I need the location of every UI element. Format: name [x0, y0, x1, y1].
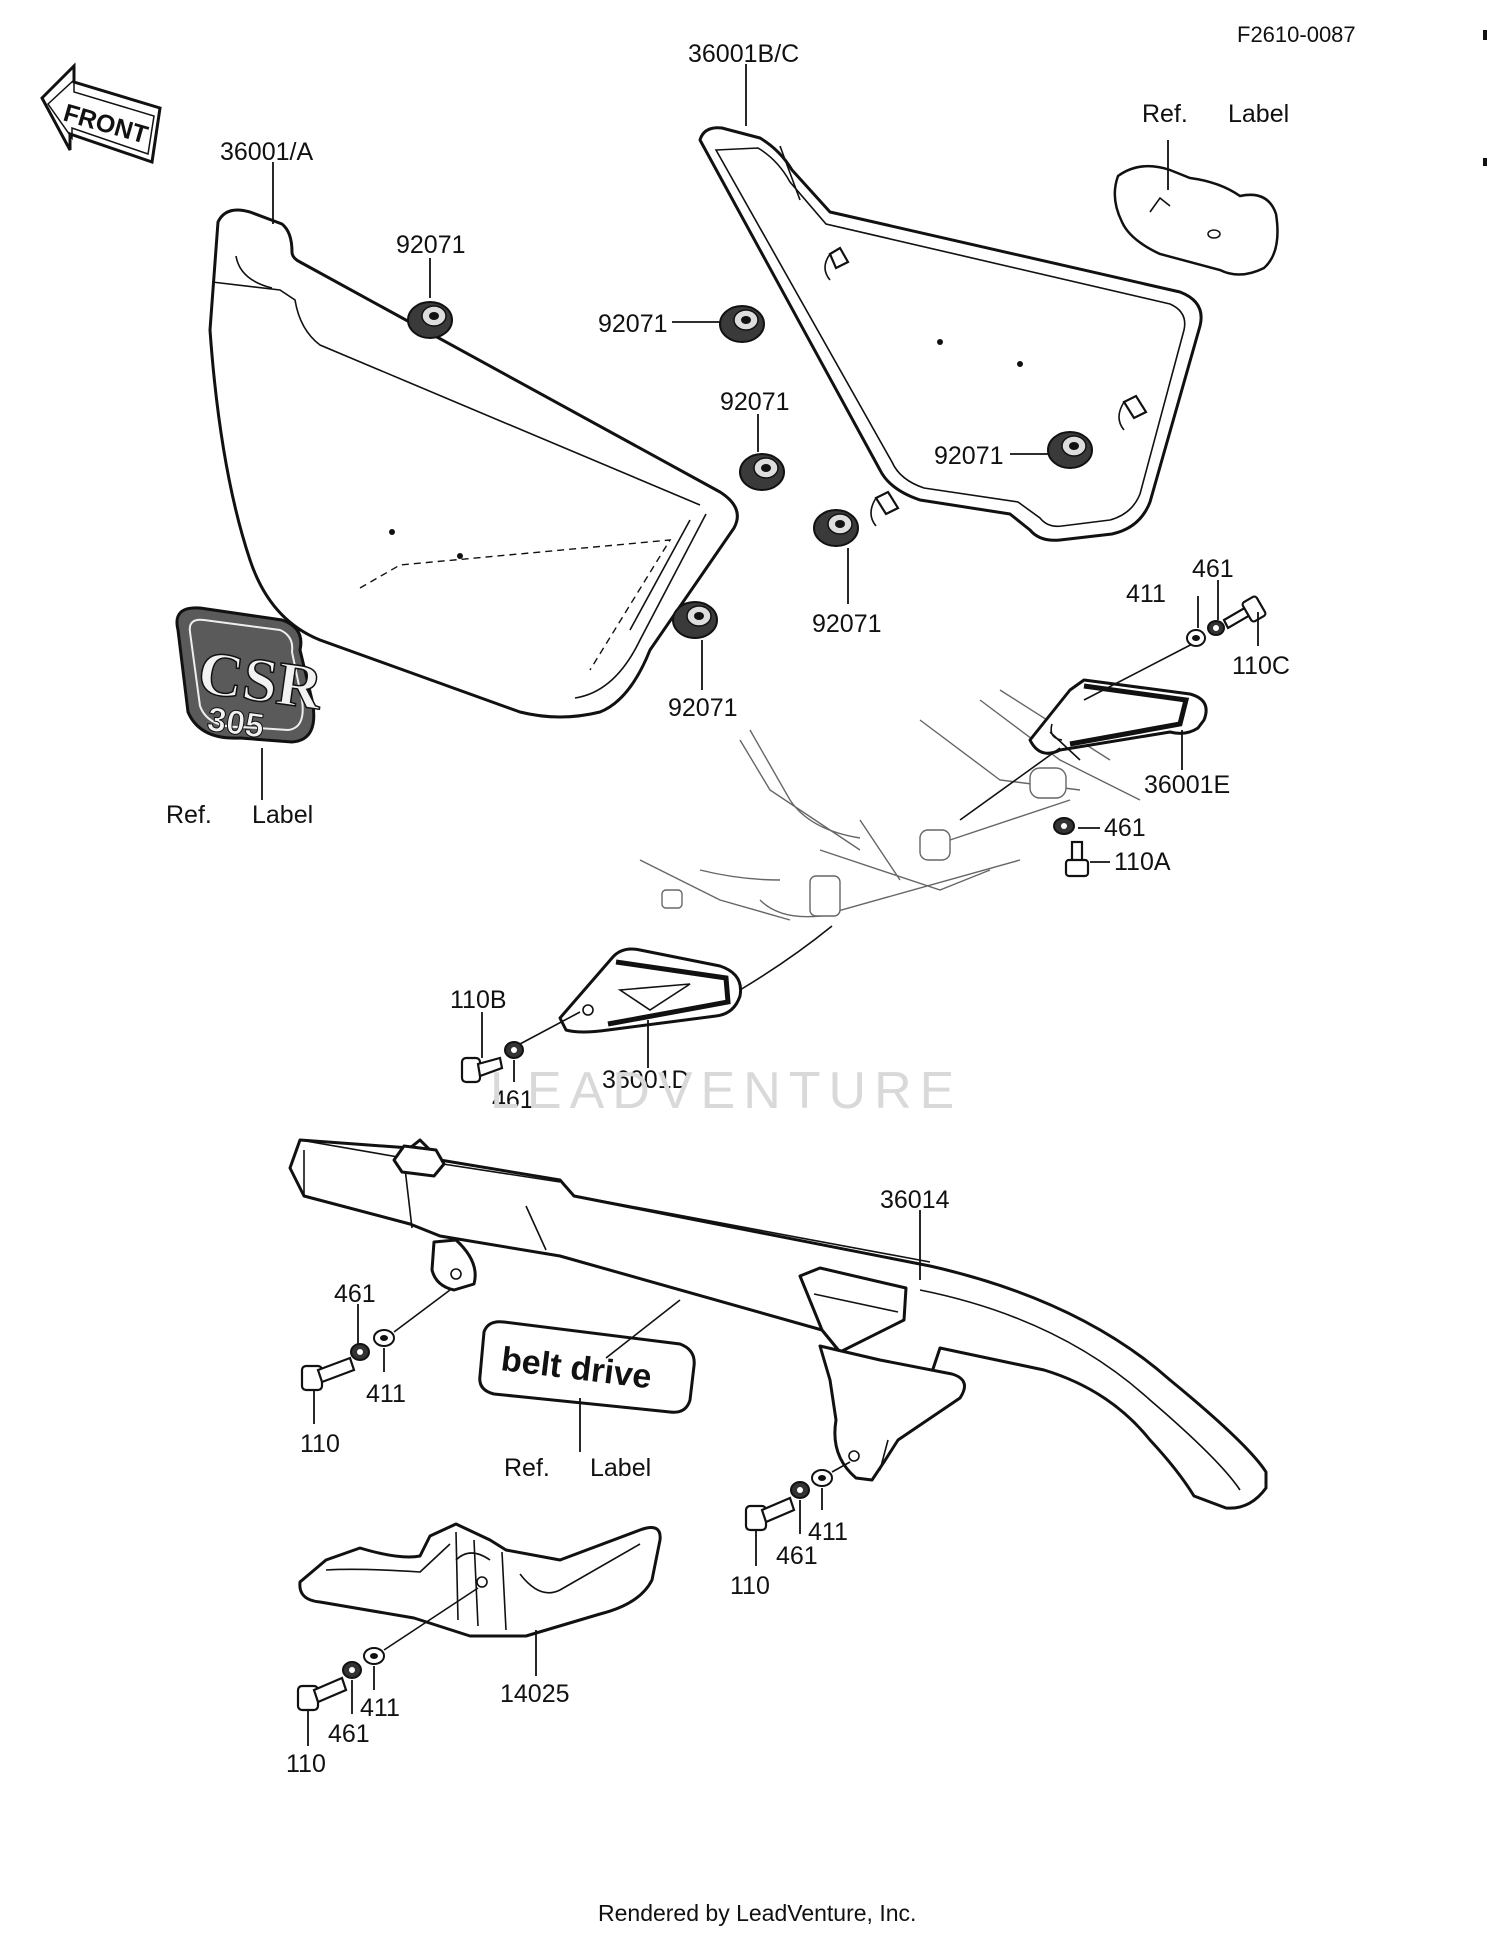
chain-case-part-number: 36014 [880, 1186, 950, 1214]
watermark-text: LEADVENTURE [490, 1062, 962, 1120]
bolt-icon [460, 1056, 504, 1084]
grommet-part-number: 92071 [720, 388, 790, 416]
leader-line [831, 1461, 851, 1473]
left-cover-part-number: 36001/A [220, 138, 313, 166]
grommet-icon [672, 601, 718, 639]
leader-line [383, 1587, 479, 1651]
diagram-code: F2610-0087 [1237, 22, 1356, 47]
lockwasher-icon [1053, 817, 1075, 835]
bolt-a-part-number: 110A [1114, 848, 1171, 876]
leader-line [519, 1011, 581, 1045]
leader-line [393, 1289, 451, 1333]
bracket-36001e [1028, 678, 1208, 761]
bolt-b-part-number: 110B [450, 986, 507, 1014]
ref-text: Ref. [1142, 100, 1188, 128]
right-cover-part-number: 36001B/C [688, 40, 799, 68]
washer-part-number: 411 [366, 1380, 406, 1408]
ref-text: Ref. [166, 801, 212, 829]
grommet-part-number: 92071 [396, 231, 466, 259]
lockwasher-icon [790, 1481, 810, 1499]
bolt-icon [296, 1676, 348, 1712]
grommet-part-number: 92071 [934, 442, 1004, 470]
washer-part-number: 411 [360, 1694, 400, 1722]
bolt-icon [744, 1496, 796, 1532]
bolt-icon [1064, 840, 1090, 878]
csr-emblem: CSR 305 [175, 606, 328, 746]
bracket-d-part-number: 36001D [602, 1066, 690, 1094]
bolt-part-number: 110 [286, 1750, 326, 1778]
csr-emblem-number: 305 [205, 700, 266, 746]
lockwasher-icon [350, 1343, 370, 1361]
washer-icon [373, 1329, 395, 1347]
bracket-e-part-number: 36001E [1144, 771, 1230, 799]
lockwasher-part-number: 461 [1104, 814, 1146, 842]
grommet-icon [407, 301, 453, 339]
lockwasher-icon [342, 1661, 362, 1679]
label-text: Label [590, 1454, 651, 1482]
footer-credit: Rendered by LeadVenture, Inc. [598, 1900, 916, 1926]
bracket-36001d [558, 947, 743, 1034]
belt-drive-emblem: belt drive [478, 1320, 696, 1414]
front-arrow-icon: FRONT [40, 62, 162, 165]
left-side-cover [208, 208, 739, 719]
grommet-part-number: 92071 [598, 310, 668, 338]
lockwasher-icon [504, 1041, 524, 1059]
lockwasher-part-number: 461 [1192, 555, 1234, 583]
label-text: Label [1228, 100, 1289, 128]
edge-mark [1483, 158, 1487, 166]
leader-line [1083, 639, 1201, 701]
bolt-part-number: 110 [730, 1572, 770, 1600]
leader-line [605, 1299, 681, 1359]
label-text: Label [252, 801, 313, 829]
lower-guard [298, 1522, 662, 1638]
leader-line [959, 747, 1061, 821]
edge-mark [1483, 30, 1487, 40]
grommet-icon [719, 305, 765, 343]
lockwasher-part-number: 461 [776, 1542, 818, 1570]
washer-part-number: 411 [1126, 580, 1166, 608]
bolt-icon [1222, 595, 1267, 630]
bolt-part-number: 110 [300, 1430, 340, 1458]
washer-icon [1186, 629, 1206, 647]
washer-icon [811, 1469, 833, 1487]
ref-text: Ref. [504, 1454, 550, 1482]
grommet-icon [739, 453, 785, 491]
lockwasher-part-number: 461 [492, 1086, 534, 1114]
lockwasher-icon [1207, 620, 1225, 636]
washer-part-number: 411 [808, 1518, 848, 1546]
chain-case [288, 1138, 1268, 1510]
grommet-part-number: 92071 [668, 694, 738, 722]
bolt-icon [300, 1356, 356, 1392]
label-plate [1113, 164, 1279, 276]
grommet-icon [1047, 431, 1093, 469]
frame-outline [639, 689, 1141, 921]
lower-guard-part-number: 14025 [500, 1680, 570, 1708]
lockwasher-part-number: 461 [334, 1280, 376, 1308]
bolt-c-part-number: 110C [1232, 652, 1290, 680]
grommet-icon [813, 509, 859, 547]
leader-line [739, 925, 833, 991]
grommet-part-number: 92071 [812, 610, 882, 638]
washer-icon [363, 1647, 385, 1665]
lockwasher-part-number: 461 [328, 1720, 370, 1748]
